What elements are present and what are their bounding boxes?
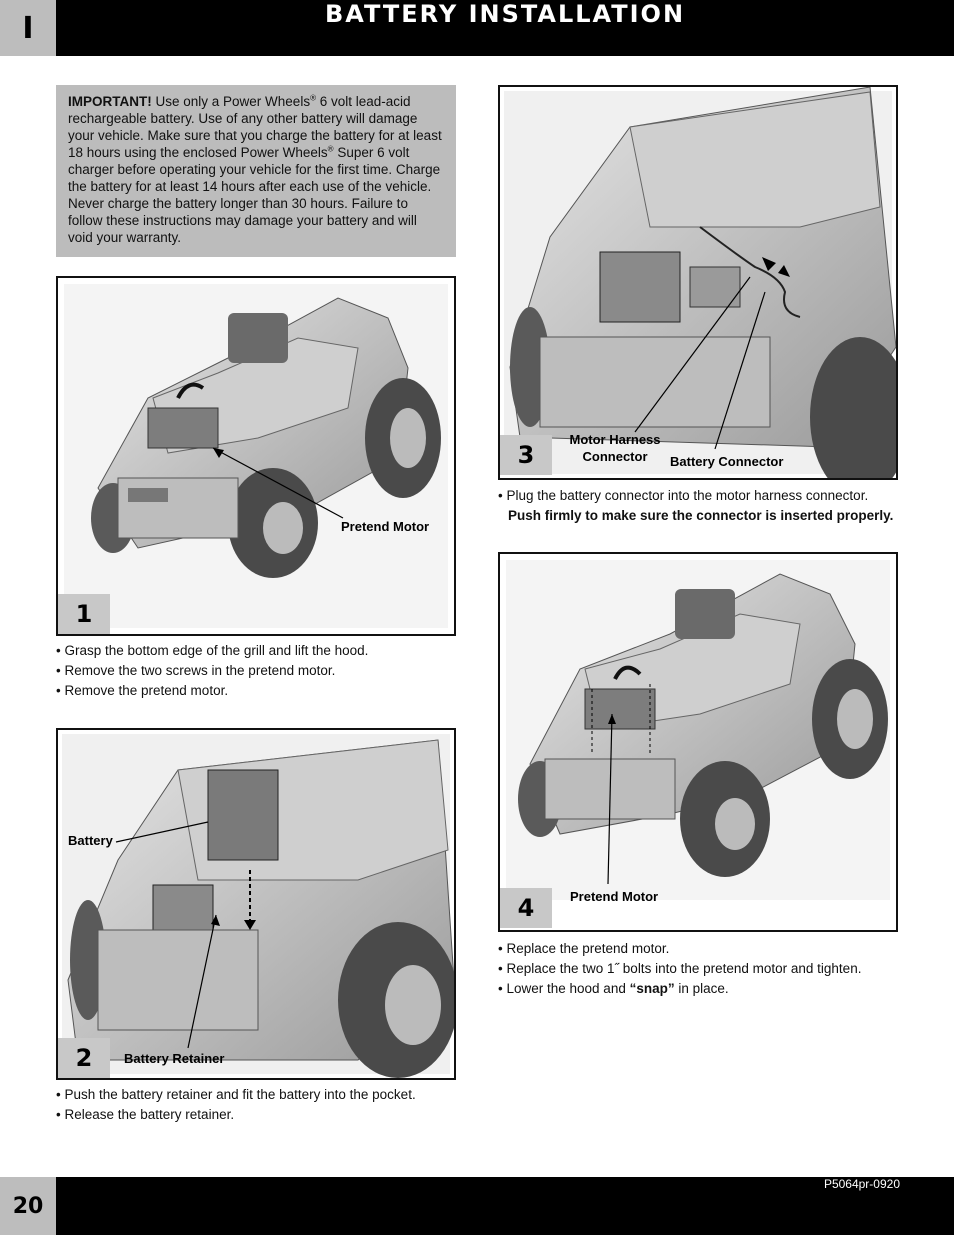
step-4-line-3-post: in place. bbox=[674, 981, 729, 996]
figure-number: 3 bbox=[500, 435, 552, 475]
important-label: IMPORTANT! bbox=[68, 94, 152, 109]
vehicle-illustration bbox=[64, 284, 448, 628]
document-code: P5064pr-0920 bbox=[823, 1177, 900, 1191]
list-item: Release the battery retainer. bbox=[56, 1105, 456, 1125]
registered-mark: ® bbox=[310, 93, 316, 103]
figure-number: 1 bbox=[58, 594, 110, 634]
registered-mark: ® bbox=[327, 144, 334, 154]
page-number: 20 bbox=[0, 1177, 56, 1235]
list-item: Lower the hood and “snap” in place. bbox=[498, 979, 918, 999]
callout-battery: Battery bbox=[68, 833, 113, 848]
step-3-line: Plug the battery connector into the moto… bbox=[506, 488, 869, 503]
step-3-instructions: Plug the battery connector into the moto… bbox=[498, 486, 918, 526]
step-1-instructions: Grasp the bottom edge of the grill and l… bbox=[56, 641, 456, 701]
vehicle-illustration bbox=[504, 87, 896, 478]
list-item: Grasp the bottom edge of the grill and l… bbox=[56, 641, 456, 661]
step-2-instructions: Push the battery retainer and fit the ba… bbox=[56, 1085, 456, 1125]
vehicle-illustration bbox=[506, 560, 890, 900]
important-notice: IMPORTANT! Use only a Power Wheels® 6 vo… bbox=[56, 85, 456, 257]
figure-1: Pretend Motor 1 bbox=[56, 276, 456, 636]
figure-number: 4 bbox=[500, 888, 552, 928]
page-footer: 20 P5064pr-0920 bbox=[0, 1177, 954, 1235]
important-text-2: 6 volt lead-acid rechargeable battery. U… bbox=[68, 94, 442, 160]
callout-pretend-motor: Pretend Motor bbox=[341, 519, 430, 534]
vehicle-illustration bbox=[62, 734, 454, 1078]
step-4-line-3-pre: Lower the hood and bbox=[506, 981, 630, 996]
list-item: Plug the battery connector into the moto… bbox=[498, 486, 918, 526]
callout-pretend-motor: Pretend Motor bbox=[570, 889, 659, 904]
list-item: Replace the pretend motor. bbox=[498, 939, 918, 959]
callout-battery-retainer: Battery Retainer bbox=[124, 1051, 225, 1066]
callout-motor-harness-connector: Motor Harness Connector bbox=[569, 432, 661, 464]
step-4-line-3-bold: “snap” bbox=[629, 981, 675, 996]
figure-number: 2 bbox=[58, 1038, 110, 1078]
important-text-3: Super 6 volt charger before operating yo… bbox=[68, 145, 441, 245]
figure-4: Pretend Motor 4 bbox=[498, 552, 898, 932]
step-4-instructions: Replace the pretend motor. Replace the t… bbox=[498, 939, 918, 999]
list-item: Replace the two 1˝ bolts into the preten… bbox=[498, 959, 918, 979]
section-tab: I bbox=[0, 0, 56, 56]
important-text-1: Use only a Power Wheels bbox=[151, 94, 311, 109]
list-item: Remove the two screws in the pretend mot… bbox=[56, 661, 456, 681]
list-item: Remove the pretend motor. bbox=[56, 681, 456, 701]
figure-3: Motor Harness Connector Battery Connecto… bbox=[498, 85, 898, 480]
page-header: I BATTERY INSTALLATION bbox=[0, 0, 954, 56]
step-3-emphasis: Push firmly to make sure the connector i… bbox=[508, 508, 894, 523]
callout-battery-connector: Battery Connector bbox=[670, 454, 784, 469]
page-title: BATTERY INSTALLATION bbox=[324, 0, 686, 28]
figure-2: Battery Battery Retainer 2 bbox=[56, 728, 456, 1080]
list-item: Push the battery retainer and fit the ba… bbox=[56, 1085, 456, 1105]
